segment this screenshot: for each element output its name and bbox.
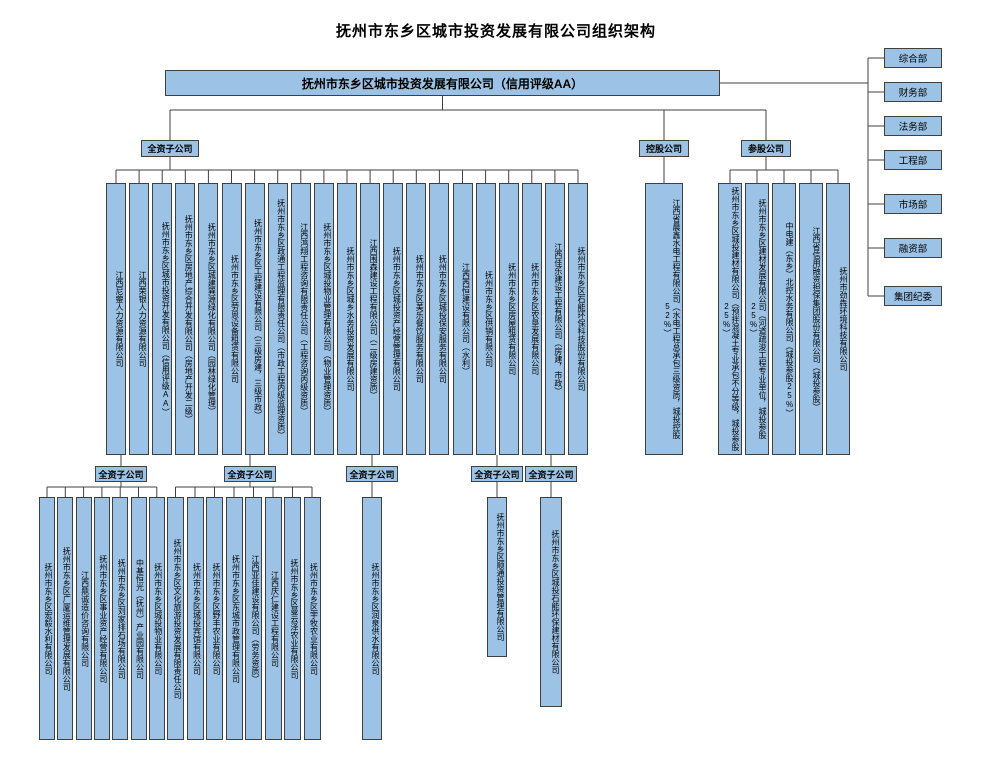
company-box: 江西省晨鑫水电工程有限公司（水电工程总承包三级资质，城投控股52%） [645,183,683,455]
subsidiary-box: 抚州市东乡区事业资产经营有限公司 [93,497,110,740]
company-box: 抚州市东乡区美乐餐饮服务有限公司 [406,183,427,455]
company-box: 江西省信用融资担保集团股份有限公司（城投参股） [799,183,823,455]
subsidiary-box: 抚州市东乡区文化旅游投资发展有限责任公司 [167,497,184,740]
company-box: 抚州市东乡区城投物业管理有限公司（物业管理资质） [313,183,334,455]
root-company-box: 抚州市东乡区城市投资发展有限公司（信用评级AA） [165,70,720,96]
subsidiary-box: 抚州市东乡区润泉供水有限公司 [362,497,382,740]
tier1-group-label: 参股公司 [741,140,791,157]
department-box: 综合部 [884,48,942,68]
department-box: 市场部 [884,194,942,214]
tier2-group-label: 全资子公司 [224,466,276,482]
company-box: 抚州市东乡区城乡水务投资发展有限公司 [337,183,357,455]
subsidiary-box: 江西鼎诚造价咨询有限公司 [75,497,92,740]
subsidiary-box: 抚州市东乡区城投石能环保建材有限公司 [540,497,562,707]
company-box: 抚州市东乡区城市投资开发有限公司（信用评级AA） [152,183,173,455]
tier2-group-label: 全资子公司 [471,466,523,482]
subsidiary-box: 抚州市东乡区刘家排石场有限公司 [112,497,129,740]
company-box: 抚州市东乡区供销有限公司 [475,183,496,455]
company-box: 抚州市东乡区农垦发展有限公司 [521,183,542,455]
department-box: 财务部 [884,82,942,102]
subsidiary-box: 抚州市东乡区宇牧农业有限公司 [303,497,321,740]
subsidiary-box: 中基恒光（抚州）产业园有限公司 [130,497,147,740]
subsidiary-box: 抚州市东乡区曼云泽农业有限公司 [284,497,301,740]
company-box: 抚州市东乡区城投保安服务有限公司 [429,183,450,455]
tier2-group-label: 全资子公司 [525,466,577,482]
company-box: 抚州市东乡区房地产综合开发有限公司（房地产开发二级） [175,183,196,455]
department-box: 工程部 [884,150,942,170]
subsidiary-box: 抚州市东乡区顺通投资管理有限公司 [487,497,507,657]
subsidiary-box: 抚州市东乡区宏毅水利有限公司 [39,497,55,740]
company-box: 中电建（东乡）北控水务有限公司（城投参股25%） [772,183,796,455]
company-box: 抚州市东乡区建材发展有限公司（河道疏浚工程专业单位，城投参股25%） [745,183,769,455]
company-box: 江西尼蓥人力资源有限公司 [106,183,126,455]
company-box: 江西鸿翔工程咨询有限责任公司（工程咨询丙级资质） [290,183,311,455]
tier2-group-label: 全资子公司 [95,466,147,482]
company-box: 江西荣银人力资源有限公司 [129,183,150,455]
company-box: 抚州市东乡区城投资产经营管理有限公司 [383,183,404,455]
subsidiary-box: 抚州市东乡区野丰农业有限公司 [206,497,223,740]
department-box: 集团纪委 [884,286,942,306]
company-box: 抚州市东乡区城投建材有限公司（预拌混凝土专业承包不分等级，城投参股25%） [718,183,742,455]
company-box: 江西佳乐建设工程有限公司（房建，市政） [544,183,565,455]
subsidiary-box: 抚州市东乡区城投物业有限公司 [148,497,165,740]
company-box: 江西西恒建设有限公司（水利） [452,183,473,455]
tier2-group-label: 全资子公司 [346,466,398,482]
tier1-group-label: 控股公司 [639,140,689,157]
company-box: 抚州市东乡区劳恩设备租赁有限公司 [221,183,242,455]
department-box: 融资部 [884,238,942,258]
company-box: 抚州市东乡区工程建设有限公司（三级房建，三级市政） [244,183,265,455]
department-box: 法务部 [884,116,942,136]
company-box: 江西围森建设工程有限公司（二级房建资质） [360,183,381,455]
subsidiary-box: 抚州市东乡区城投宾馆有限公司 [186,497,204,740]
subsidiary-box: 江西亚佳建设有限公司（劳务资质） [245,497,262,740]
company-box: 抚州市劲犇环境科技有限公司 [826,183,850,455]
org-chart-title: 抚州市东乡区城市投资发展有限公司组织架构 [335,23,656,40]
company-box: 抚州市东乡区政通工程监理有限责任公司（市政工程丙级监理资质） [267,183,288,455]
subsidiary-box: 抚州市东乡区广厦运维管理发展有限公司 [57,497,74,740]
subsidiary-box: 抚州市东乡区东城市政管理有限公司 [225,497,243,740]
company-box: 抚州市东乡区房屋租赁有限公司 [498,183,519,455]
company-box: 抚州市东乡区石能环保科技股份有限公司 [568,183,588,455]
subsidiary-box: 江西庆仁建设工程有限公司 [264,497,282,740]
company-box: 抚州市东乡区城建巽源绿化有限公司（园林绿化管理） [198,183,219,455]
tier1-group-label: 全资子公司 [141,140,199,157]
